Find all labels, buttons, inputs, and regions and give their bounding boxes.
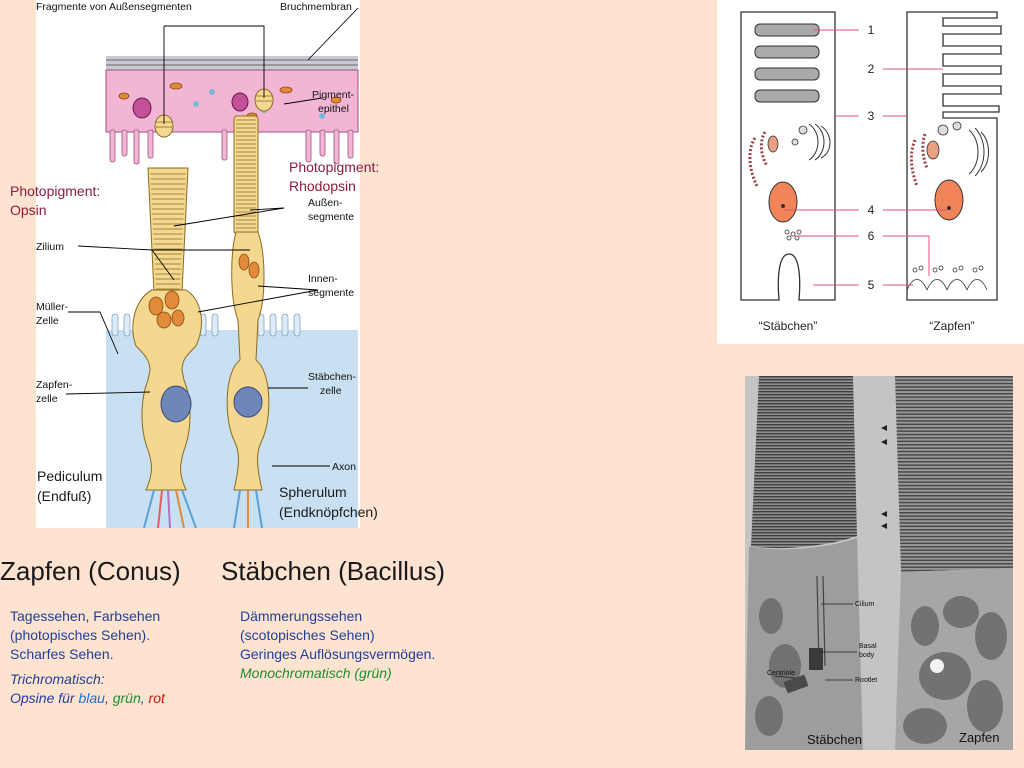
schema-number-2: 2 bbox=[868, 62, 875, 76]
cone-nucleus bbox=[160, 385, 192, 423]
pediculum-label: Pediculum(Endfuß) bbox=[37, 468, 103, 504]
micrograph-svg: Cilium Basal body Rootlet Centriole Stäb… bbox=[745, 376, 1013, 750]
micro-label-basal-2: body bbox=[859, 652, 875, 659]
rod-outer-segment-micro bbox=[751, 376, 857, 549]
photopigment-opsin: Photopigment:Opsin bbox=[10, 183, 101, 218]
rod-monochromatic: Monochromatisch (grün) bbox=[240, 665, 392, 681]
micro-label-rootlet: Rootlet bbox=[855, 677, 877, 684]
rod-cell-body bbox=[226, 231, 270, 491]
opsin-blau: blau bbox=[78, 690, 105, 706]
heading-staebchen: Stäbchen (Bacillus) bbox=[221, 556, 445, 586]
opsin-gruen: grün bbox=[112, 690, 141, 706]
schema-caption-cone: “Zapfen” bbox=[929, 319, 974, 333]
synaptic-terminals bbox=[143, 489, 263, 529]
opsin-rot: rot bbox=[148, 690, 165, 706]
micro-label-basal-1: Basal bbox=[859, 643, 877, 650]
micro-label-cilium: Cilium bbox=[855, 601, 875, 608]
label-aussen-1: Außen- bbox=[308, 197, 343, 209]
schema-cone-nucleus bbox=[934, 179, 964, 221]
schema-caption-rod: “Stäbchen” bbox=[759, 319, 818, 333]
micro-label-centriole: Centriole bbox=[767, 670, 795, 677]
rod-description: Dämmerungssehen (scotopisches Sehen) Ger… bbox=[240, 608, 436, 681]
micro-caption-rod: Stäbchen bbox=[807, 732, 862, 747]
label-axon: Axon bbox=[332, 461, 356, 473]
label-zapfenzelle-1: Zapfen- bbox=[36, 379, 73, 391]
schema-number-5: 5 bbox=[868, 278, 875, 292]
label-mueller-1: Müller- bbox=[36, 301, 69, 313]
cone-outer-segment bbox=[147, 167, 189, 293]
schema-number-1: 1 bbox=[868, 23, 875, 37]
label-bruchmembran: Bruchmembran bbox=[280, 1, 352, 13]
photopigment-rhodopsin: Photopigment:Rhodopsin bbox=[289, 159, 380, 194]
bruch-membrane bbox=[106, 56, 358, 70]
schema-number-3: 3 bbox=[868, 109, 875, 123]
schema-number-4: 4 bbox=[868, 203, 875, 217]
schema-rod-outline bbox=[740, 11, 836, 301]
label-staebchenzelle-2: zelle bbox=[320, 385, 342, 397]
photoreceptor-illustration: Fragmente von Außensegmenten Bruchmembra… bbox=[36, 0, 360, 529]
schema-svg: 1 2 3 4 6 5 “Stäbchen” “Zapfen” bbox=[740, 11, 1002, 333]
spherulum-label: Spherulum(Endknöpfchen) bbox=[279, 484, 378, 520]
heading-zapfen: Zapfen (Conus) bbox=[0, 556, 181, 586]
schema-rod-discs bbox=[754, 23, 820, 103]
micro-caption-cone: Zapfen bbox=[959, 730, 999, 745]
cone-description: Tagessehen, Farbsehen (photopisches Sehe… bbox=[10, 608, 161, 662]
rod-nucleus bbox=[233, 386, 263, 418]
label-staebchenzelle-1: Stäbchen- bbox=[308, 371, 356, 383]
label-mueller-2: Zelle bbox=[36, 315, 59, 327]
schema-rod-nucleus bbox=[768, 181, 798, 223]
cone-trichromatic: Trichromatisch: Opsine für blau, grün, r… bbox=[10, 671, 165, 706]
label-pigment-1: Pigment- bbox=[312, 89, 355, 101]
schema-panel: 1 2 3 4 6 5 “Stäbchen” “Zapfen” bbox=[717, 0, 1024, 344]
label-zapfenzelle-2: zelle bbox=[36, 393, 58, 405]
schema-cone-outline bbox=[906, 11, 1002, 301]
label-aussen-2: segmente bbox=[308, 211, 354, 223]
electron-micrograph: Cilium Basal body Rootlet Centriole Stäb… bbox=[745, 376, 1013, 750]
leader-lines bbox=[65, 7, 359, 467]
label-innen-1: Innen- bbox=[308, 273, 338, 285]
cone-outer-segment-micro bbox=[895, 376, 1013, 572]
schema-number-6: 6 bbox=[868, 229, 875, 243]
label-zilium: Zilium bbox=[36, 241, 64, 253]
label-innen-2: segmente bbox=[308, 287, 354, 299]
photoreceptor-svg: Fragmente von Außensegmenten Bruchmembra… bbox=[36, 1, 359, 529]
schema-pointer-lines bbox=[783, 29, 947, 286]
label-fragmente: Fragmente von Außensegmenten bbox=[36, 1, 192, 13]
label-pigment-2: epithel bbox=[318, 103, 349, 115]
